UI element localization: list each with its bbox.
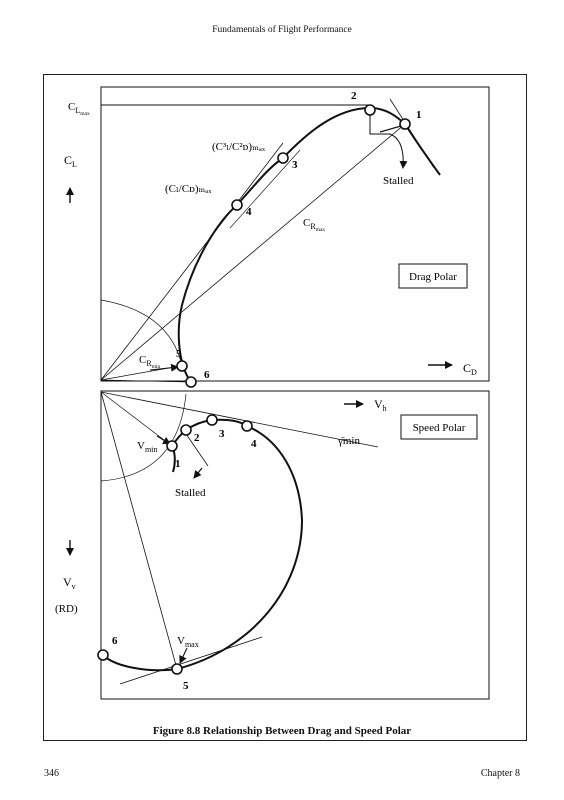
drag-point-2-label: 2 [351,90,357,102]
speed-point-6-label: 6 [112,635,118,647]
drag-polar-panel: 2 1 3 4 5 6 CLmax CL CD (C³ₗ/C²ᴅ)ₘₐₓ (Cₗ… [64,86,490,388]
cd-axis-label: CD [463,361,477,377]
drag-polar-box [398,263,468,289]
cl-max-label: CLmax [68,101,90,117]
vmax-label: Vmax [177,635,199,649]
speed-point-3 [206,414,218,426]
figure-frame [43,74,527,741]
speed-point-3-label: 3 [219,428,225,440]
vmax-ray [100,391,178,670]
figure-caption: Figure 8.8 Relationship Between Drag and… [152,725,412,737]
drag-point-6-label: 6 [204,369,210,381]
speed-point-5-label: 5 [183,680,189,692]
speed-point-4-label: 4 [251,438,257,450]
gamma-min-label: γ̄min [337,435,360,447]
drag-point-5-label: 5 [176,348,182,360]
cr-max-ray [100,123,406,381]
cl3cd2-max-label: (C³ₗ/C²ᴅ)ₘₐₓ [212,141,266,153]
drag-point-1 [399,118,411,130]
cr-min-arrow [149,363,179,372]
stall-tangent-line [389,98,435,169]
running-header: Fundamentals of Flight Performance [212,25,352,35]
vmax-tangent-line [119,636,263,685]
cl-axis-label: CL [64,153,77,169]
rd-label: (RD) [55,603,78,615]
speed-point-4 [241,420,253,432]
speed-polar-box [400,414,478,440]
drag-polar-arc [100,299,183,367]
drag-stalled-label: Stalled [383,175,414,187]
cl3cd2-tangent-line [229,149,301,229]
speed-polar-plot-box [100,390,490,700]
drag-point-6 [185,376,197,388]
vmin-ray [100,391,173,447]
vmin-label: Vmin [137,440,157,454]
gamma-min-ray [100,391,379,448]
clcd-max-label: (Cₗ/Cᴅ)ₘₐₓ [165,183,212,195]
speed-stall-arrow [193,467,203,479]
speed-polar-panel: 1 2 3 4 5 6 Vh Vv (RD) γ̄min Vmin Vmax S… [55,390,490,700]
drag-point-4-label: 4 [246,206,252,218]
drag-point-1-label: 1 [416,109,422,121]
speed-point-5 [171,663,183,675]
drag-point-3 [277,152,289,164]
drag-point-5 [176,360,188,372]
vv-axis-label: Vv [63,575,76,591]
speed-point-1 [166,440,178,452]
drag-point-4 [231,199,243,211]
cr-min-label: CRmin [139,354,160,370]
drag-point-3-label: 3 [292,159,298,171]
drag-polar-box-label: Drag Polar [409,271,457,283]
cr-max-label: CRmax [303,217,325,233]
drag-stall-arrow [369,112,408,169]
speed-point-2-label: 2 [194,432,200,444]
clcd-tangent-line [100,142,284,381]
page-number: 346 [44,768,59,779]
speed-polar-arc [100,393,187,482]
chapter-label: Chapter 8 [480,768,520,779]
vh-axis-label: Vh [374,397,387,413]
speed-polar-box-label: Speed Polar [413,422,466,434]
speed-point-1-label: 1 [175,458,181,470]
vmax-arrow [179,647,188,664]
drag-polar-plot-box [100,86,490,382]
drag-point-2 [364,104,376,116]
speed-point-2 [180,424,192,436]
speed-point-6 [97,649,109,661]
cr-min-ray-b [100,379,192,383]
speed-stalled-label: Stalled [175,487,206,499]
